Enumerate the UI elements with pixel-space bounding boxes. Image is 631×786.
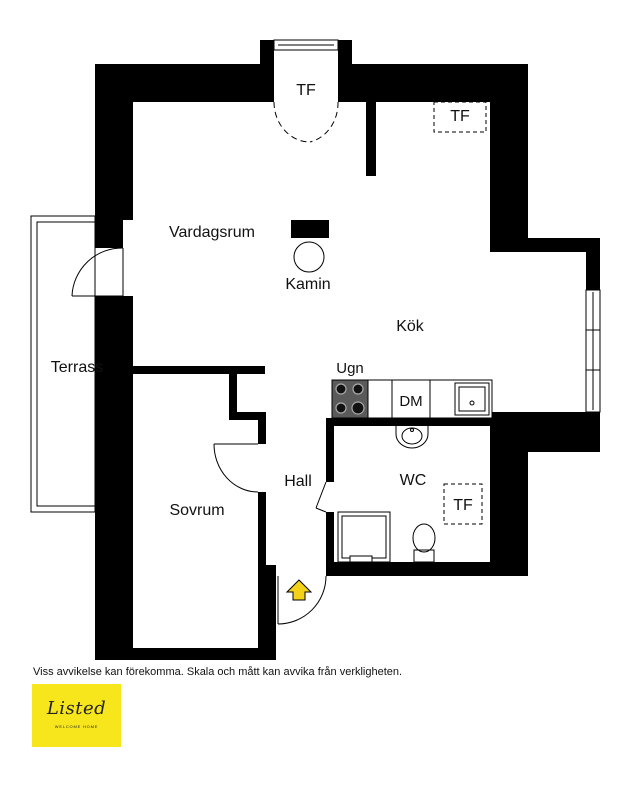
interior-walls (133, 102, 496, 648)
entrance-arrow-icon (285, 579, 313, 601)
bedroom-door (213, 443, 259, 493)
label-hall: Hall (284, 473, 312, 490)
label-sovrum: Sovrum (169, 502, 224, 519)
bay-door-arc (273, 101, 339, 143)
wc-fixtures (337, 426, 483, 563)
listed-logo: Listed WELCOME HOME (32, 684, 121, 747)
label-tf-kitchen: TF (450, 108, 470, 125)
outer-walls (95, 40, 600, 660)
wc-door (315, 481, 327, 513)
label-dm: DM (399, 393, 422, 410)
kitchen-counter (331, 379, 493, 419)
floor-plan: TF TF Vardagsrum Kamin Kök Ugn DM Terras… (30, 39, 601, 660)
label-tf-wc: TF (453, 497, 473, 514)
label-wc: WC (400, 472, 427, 489)
label-kamin: Kamin (285, 276, 330, 293)
logo-tagline: WELCOME HOME (54, 724, 99, 729)
kamin-circle (293, 241, 325, 273)
label-vardagsrum: Vardagsrum (169, 224, 255, 241)
label-tf-top: TF (296, 82, 316, 99)
entrance-door (277, 575, 327, 625)
window-right (585, 289, 601, 413)
logo-brand-text: Listed (46, 698, 107, 719)
kitchen-ledge (496, 417, 586, 427)
label-terrass: Terrass (51, 359, 103, 376)
window-top (273, 39, 339, 51)
terrace-door (71, 247, 124, 297)
disclaimer-text: Viss avvikelse kan förekomma. Skala och … (33, 666, 403, 678)
tf-kitchen-box (433, 101, 487, 133)
label-ugn: Ugn (336, 360, 364, 377)
label-kok: Kök (396, 318, 425, 335)
